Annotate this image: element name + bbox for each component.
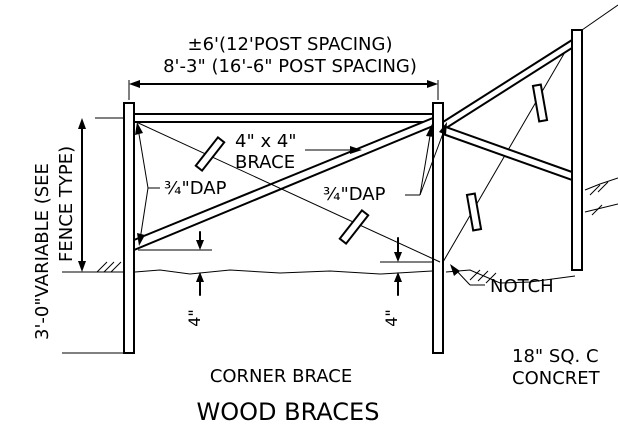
vertical-label-1: 3'-0"VARIABLE (SEE xyxy=(32,163,53,340)
height-dimension xyxy=(62,117,124,354)
vertical-label-2: FENCE TYPE) xyxy=(56,146,77,262)
brace-label-2: BRACE xyxy=(235,152,295,173)
spacing-label-1: ±6'(12'POST SPACING) xyxy=(188,34,393,55)
twist-stick-1 xyxy=(194,135,226,173)
wood-braces-title: WOOD BRACES xyxy=(197,398,380,426)
dim-right xyxy=(380,237,433,296)
right-post xyxy=(571,29,583,271)
right-top-rail xyxy=(442,38,573,132)
notch-label: NOTCH xyxy=(490,276,554,297)
dim-label-left: 4" xyxy=(185,309,204,327)
dim-left xyxy=(138,231,212,296)
concrete-label-1: 18" SQ. C xyxy=(512,346,599,367)
top-rail xyxy=(133,113,434,123)
right-brace xyxy=(442,124,573,182)
dap-label-left: ¾"DAP xyxy=(164,178,227,199)
tension-wire-left xyxy=(133,120,441,263)
twist-stick-3 xyxy=(531,83,549,123)
notch-leader xyxy=(450,264,485,286)
ground-hatch-right xyxy=(445,177,618,284)
brace-label-1: 4" x 4" xyxy=(235,131,297,152)
twist-stick-4 xyxy=(465,192,483,232)
dap-leader-right xyxy=(405,122,447,196)
ground-line-middle xyxy=(134,269,433,275)
spacing-dimension xyxy=(128,80,439,100)
right-wire-continuation xyxy=(581,4,618,31)
brace-leader xyxy=(305,146,362,154)
left-post xyxy=(123,102,135,354)
spacing-label-2: 8'-3" (16'-6" POST SPACING) xyxy=(163,56,417,77)
ground-hatch-left xyxy=(96,261,124,273)
middle-post xyxy=(432,102,444,354)
corner-brace-label: CORNER BRACE xyxy=(210,366,352,387)
twist-stick-2 xyxy=(338,208,370,246)
dim-label-right: 4" xyxy=(382,309,401,327)
dap-leader-left xyxy=(135,122,160,246)
concrete-label-2: CONCRET xyxy=(512,368,601,389)
dap-label-right: ¾"DAP xyxy=(323,184,386,205)
